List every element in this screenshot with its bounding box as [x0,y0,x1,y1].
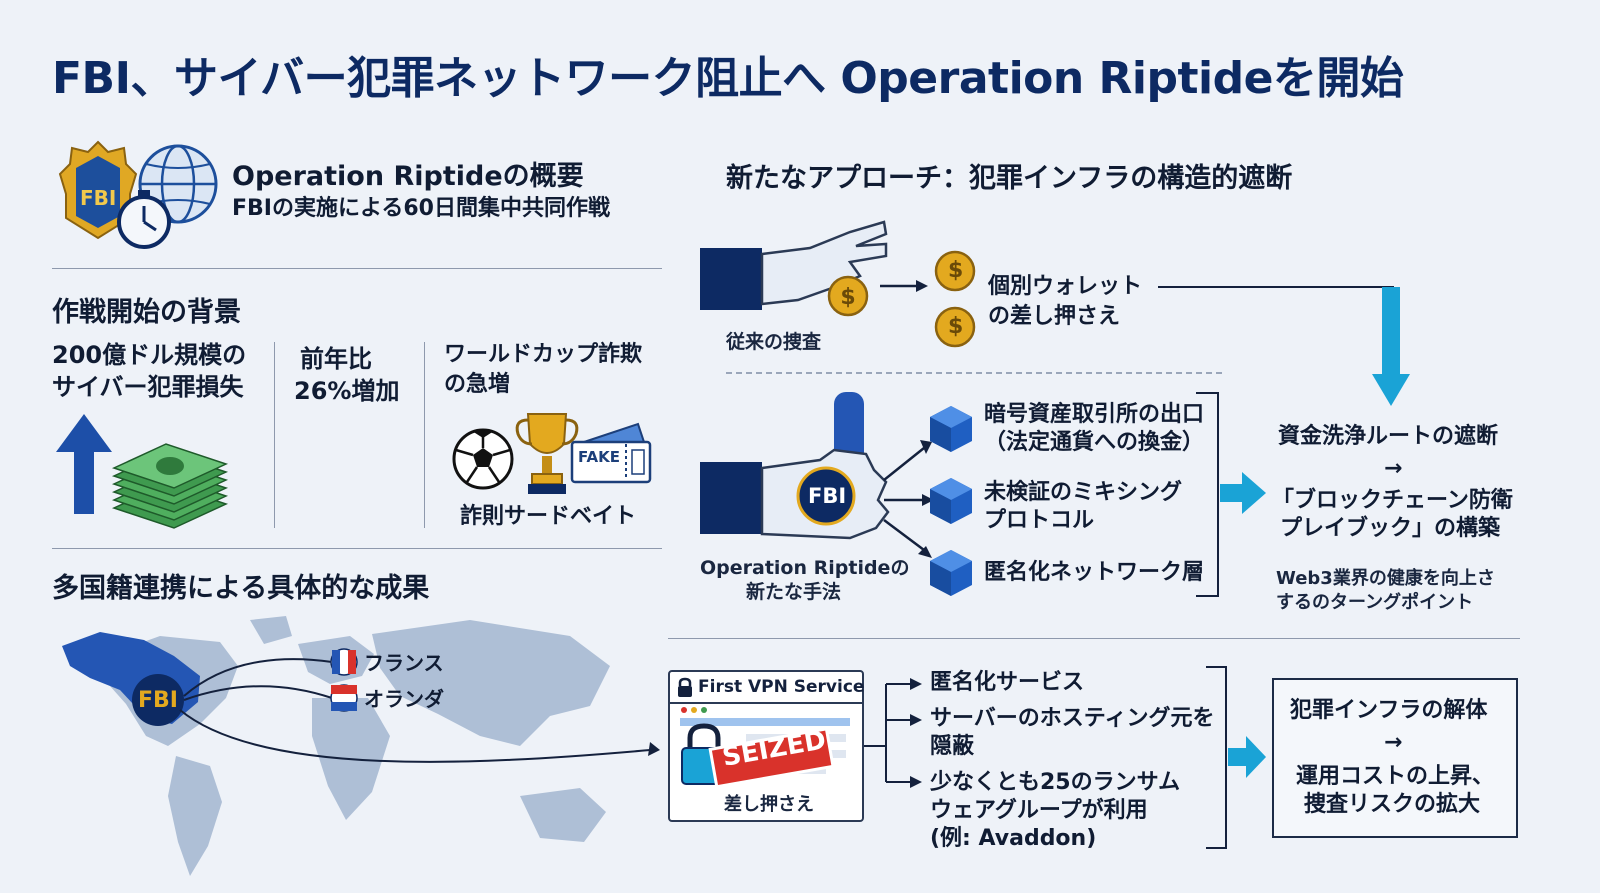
results-heading: 多国籍連携による具体的な成果 [52,573,430,604]
divider [274,342,275,528]
vpn-item3-line2: ウェアグループが利用 [930,798,1148,823]
outcome-line2: 「ブロックチェーン防衛 [1272,488,1513,513]
route-connector [1158,286,1410,406]
overview-heading: Operation Riptideの概要 [232,161,584,192]
result-line2: 運用コストの上昇、 [1296,764,1495,789]
new-label-line2: 新たな手法 [746,581,842,603]
approach-heading: 新たなアプローチ：犯罪インフラの構造的遮断 [726,163,1293,194]
vpn-card-header: First VPN Service [670,672,865,704]
vpn-item3-line3: (例: Avaddon) [930,826,1097,851]
new-label-line1: Operation Riptideの [700,557,910,579]
svg-text:$: $ [840,285,855,310]
divider [52,548,662,549]
wallet-line1: 個別ウォレット [988,274,1143,299]
money-stack-icon [111,443,229,529]
note-line2: するのターングポイント [1276,592,1474,613]
soccer-ball-icon [452,428,514,490]
cube-icon [930,406,972,596]
map-fbi-badge: FBI [138,688,178,713]
vpn-service-name: First VPN Service [698,677,865,697]
vpn-item2-line2: 隠蔽 [930,734,975,759]
worldcup-line1: ワールドカップ詐欺 [444,342,643,367]
traditional-arrow [880,280,928,292]
lock-icon [678,677,692,697]
target1-line1: 暗号資産取引所の出口 [984,402,1205,427]
coin-symbol: $ [948,258,964,283]
traditional-hand-icon: $ [700,220,888,317]
divider [424,342,425,528]
growth-line2: 26%増加 [294,377,400,405]
fan-arrows [883,440,934,558]
france-label: フランス [364,651,444,675]
target2-line1: 未検証のミキシング [984,480,1183,505]
result-line3: 捜査リスクの拡大 [1304,792,1481,817]
coin-symbol: $ [948,314,964,339]
page-title: FBI、サイバー犯罪ネットワーク阻止へ Operation Riptideを開始 [52,53,1404,104]
traditional-label: 従来の捜査 [726,331,822,353]
fake-label: FAKE [578,448,621,466]
target2-line2: プロトコル [984,508,1095,533]
result-line1: 犯罪インフラの解体 [1290,698,1488,723]
coin-icon [934,250,976,348]
loss-line1: 200億ドル規模の [52,341,247,369]
seized-caption: 差し押さえ [724,794,814,815]
badge-text: FBI [80,186,117,210]
overview-subtitle: FBIの実施による60日間集中共同作戦 [232,196,610,221]
bracket-arrow [1196,392,1266,597]
vpn-tree-connector [864,678,922,788]
divider [668,638,1520,639]
vpn-item1: 匿名化サービス [930,670,1085,695]
fake-ticket-icon [570,422,652,484]
wallet-line2: の差し押さえ [988,304,1121,329]
outcome-arrow: → [1384,456,1403,481]
netherlands-label: オランダ [364,687,444,711]
target3: 匿名化ネットワーク層 [984,560,1205,585]
divider [726,372,1222,374]
up-arrow-icon [56,414,112,514]
loss-line2: サイバー犯罪損失 [52,373,244,401]
divider [52,268,662,269]
seized-illustration [680,707,850,789]
note-line1: Web3業界の健康を向上さ [1276,568,1495,589]
outcome-line3: プレイブック」の構築 [1280,516,1501,541]
background-heading: 作戦開始の背景 [52,297,241,328]
target1-line2: （法定通貨への換金） [984,430,1205,455]
result-box [1272,678,1518,838]
worldcup-line2: の急増 [444,372,511,397]
fbi-thumbs-up-icon [700,392,890,540]
outcome-line1: 資金洗浄ルートの遮断 [1278,424,1499,449]
vpn-bracket-arrow [1206,666,1266,849]
vpn-item3-line1: 少なくとも25のランサム [930,770,1181,795]
trophy-icon [515,413,579,494]
fbi-badge-globe-icon [58,140,218,249]
growth-line1: 前年比 [300,345,372,373]
bait-label: 詐則サードベイト [460,504,637,529]
world-map [62,616,660,876]
result-arrow: → [1384,730,1403,755]
new-fbi-badge: FBI [808,484,847,508]
vpn-item2-line1: サーバーのホスティング元を [930,706,1215,731]
